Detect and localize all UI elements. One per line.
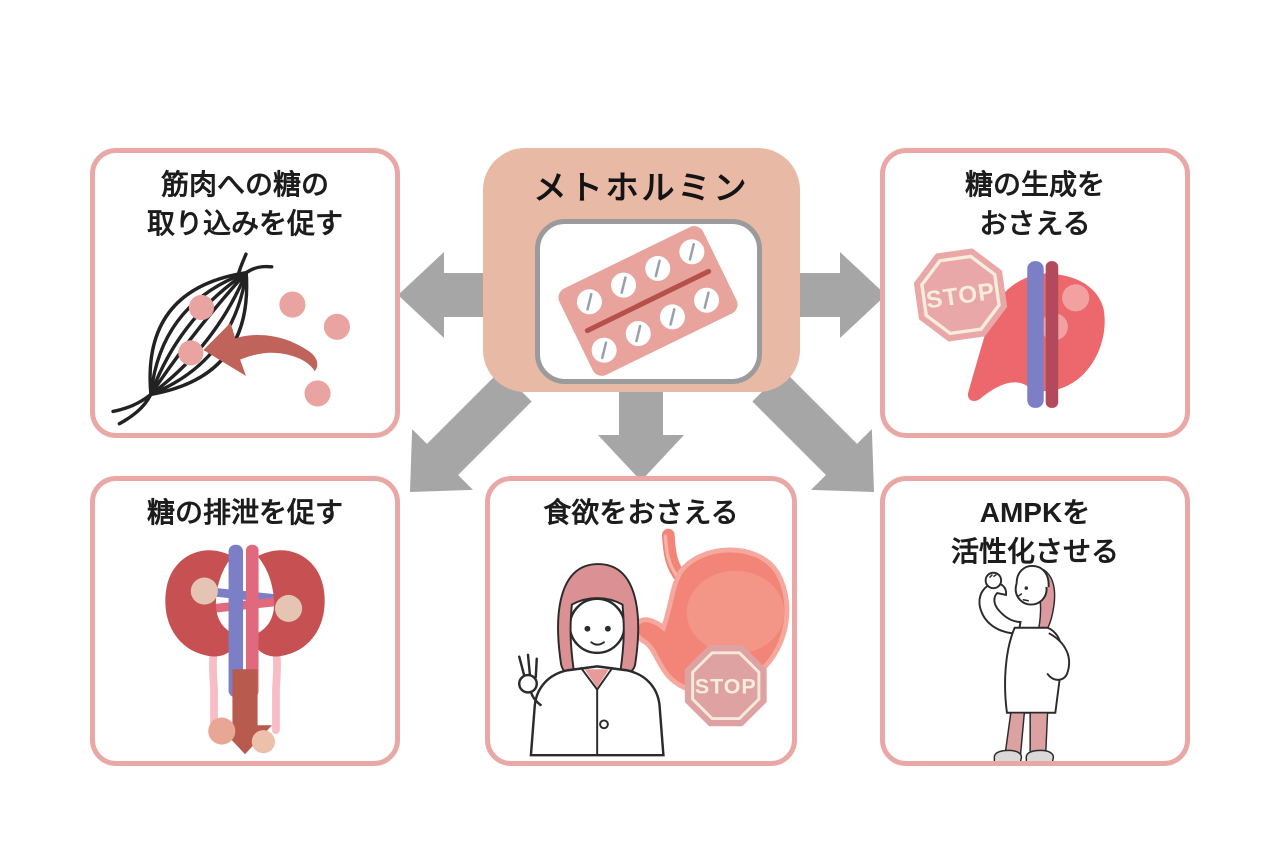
appetite-illustration: STOP bbox=[518, 528, 790, 757]
card-appetite-label: 食欲をおさえる bbox=[543, 497, 739, 528]
arrow-down-left-icon bbox=[410, 370, 532, 492]
arrow-right-icon bbox=[776, 252, 886, 338]
center-drug-card: メトホルミン bbox=[483, 148, 800, 392]
card-kidney-excretion: 糖の排泄を促す bbox=[90, 476, 400, 766]
card-ampk-label: AMPKを 活性化させる bbox=[950, 497, 1119, 567]
card-muscle-label: 筋肉への糖の 取り込みを促す bbox=[146, 169, 343, 239]
ampk-illustration bbox=[978, 564, 1071, 761]
drug-title: メトホルミン bbox=[533, 169, 750, 206]
portal-vein bbox=[1027, 261, 1044, 408]
card-appetite: 食欲をおさえる bbox=[485, 476, 797, 766]
card-liver-label: 糖の生成を おさえる bbox=[964, 169, 1105, 239]
arrow-down-icon bbox=[598, 371, 684, 481]
muscle-illustration bbox=[111, 252, 350, 426]
kidney-illustration bbox=[165, 544, 325, 755]
hepatic-artery bbox=[1045, 261, 1059, 408]
stop-sign-icon: STOP bbox=[684, 645, 767, 727]
card-ampk: AMPKを 活性化させる bbox=[880, 476, 1190, 766]
svg-text:STOP: STOP bbox=[695, 674, 757, 698]
arrow-left-icon bbox=[398, 252, 508, 338]
card-liver-production: 糖の生成を おさえる STOP bbox=[880, 148, 1190, 438]
stop-sign-icon: STOP bbox=[913, 248, 1008, 342]
uptake-arrow-icon bbox=[203, 322, 318, 377]
arrow-down-right-icon bbox=[752, 370, 874, 492]
liver-illustration: STOP bbox=[913, 248, 1105, 408]
card-muscle-uptake: 筋肉への糖の 取り込みを促す bbox=[90, 148, 400, 438]
doctor-illustration bbox=[518, 563, 665, 757]
pill-blister-icon bbox=[558, 226, 738, 376]
card-kidney-label: 糖の排泄を促す bbox=[146, 497, 343, 528]
flexing-person-illustration bbox=[978, 564, 1071, 761]
ok-hand-icon bbox=[518, 653, 542, 707]
pill-panel bbox=[535, 219, 762, 384]
renal-vessels bbox=[211, 587, 281, 613]
